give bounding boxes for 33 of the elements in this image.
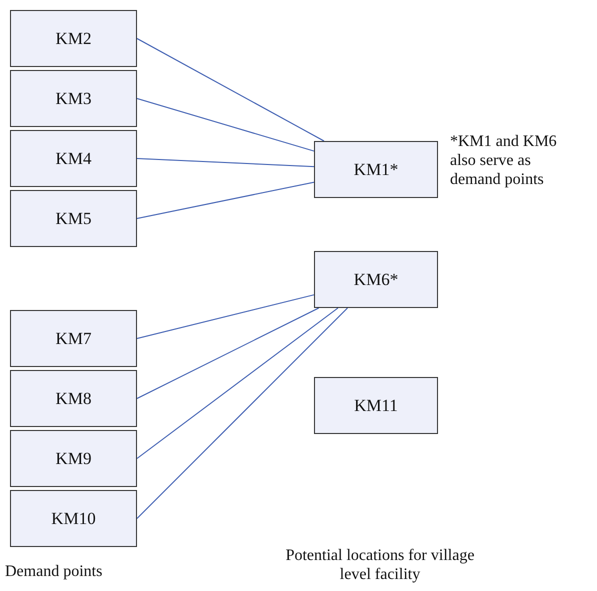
location-box	[10, 190, 137, 247]
node-label: KM7	[56, 328, 92, 348]
connector-line	[136, 308, 348, 519]
node-label: KM4	[56, 148, 92, 168]
node-label: KM8	[56, 388, 92, 408]
column-caption: Demand points	[5, 562, 104, 582]
node-label: KM10	[51, 508, 96, 528]
node-label: KM5	[56, 208, 92, 228]
connector-line	[136, 294, 314, 339]
connector-line	[136, 98, 314, 152]
location-box	[10, 310, 137, 367]
location-box	[10, 10, 137, 67]
location-box	[10, 370, 137, 427]
column-caption: Potential locations for village level facility	[284, 546, 476, 584]
location-box	[10, 430, 137, 487]
connector-line	[136, 308, 338, 459]
node-label: KM9	[56, 448, 92, 468]
location-box	[314, 141, 438, 198]
connector-line	[136, 38, 324, 142]
connector-line	[136, 158, 314, 168]
location-box	[10, 70, 137, 127]
location-box	[10, 130, 137, 187]
node-label: KM2	[56, 28, 92, 48]
node-label: KM3	[56, 88, 92, 108]
node-label: KM6*	[354, 270, 398, 290]
connector-line	[136, 308, 320, 399]
node-label: KM1*	[354, 160, 398, 180]
location-box	[10, 490, 137, 547]
connector-line	[136, 182, 314, 219]
location-box	[314, 377, 438, 434]
footnote: *KM1 and KM6 also serve as demand points	[450, 132, 558, 190]
location-box	[314, 251, 438, 308]
node-label: KM11	[354, 396, 398, 416]
